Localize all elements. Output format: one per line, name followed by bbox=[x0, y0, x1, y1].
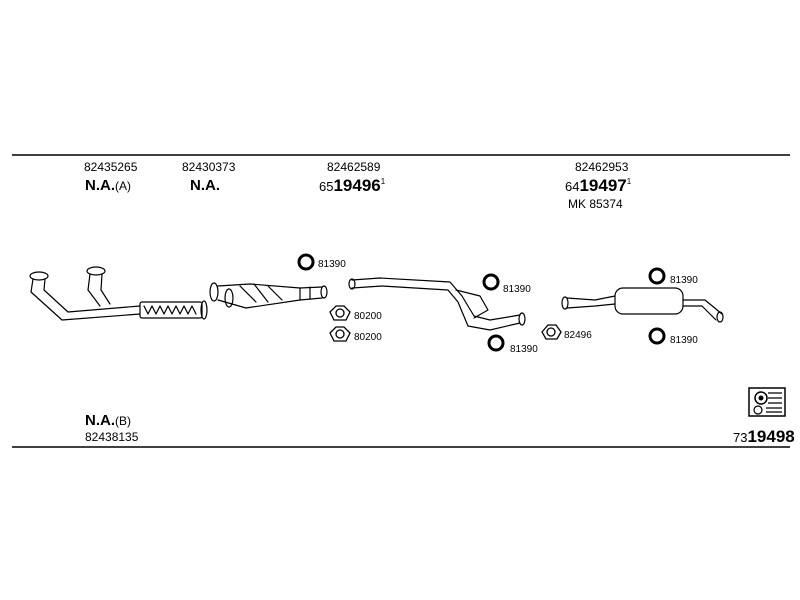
gasket-80200-a: 80200 bbox=[329, 305, 382, 322]
svg-text:81390: 81390 bbox=[503, 284, 531, 295]
center-pipe-drawing bbox=[348, 277, 526, 331]
col3-ref-number: 65194961 bbox=[319, 176, 386, 195]
svg-text:81390: 81390 bbox=[510, 344, 538, 355]
svg-text:81390: 81390 bbox=[670, 275, 698, 286]
col4-part-number: 82462953 bbox=[575, 160, 629, 174]
col3-part-number: 82462589 bbox=[327, 160, 381, 174]
gasket-80200-b: 80200 bbox=[329, 326, 382, 343]
ring-81390-a: 81390 bbox=[297, 253, 346, 271]
col1-na-label: N.A.(A) bbox=[85, 177, 131, 194]
bottom-left-part-number: 82438135 bbox=[85, 430, 139, 444]
gasket-82496: 82496 bbox=[541, 324, 592, 341]
ring-81390-c: 81390 bbox=[487, 334, 538, 355]
rear-silencer-drawing bbox=[561, 287, 724, 323]
catalytic-converter-drawing bbox=[209, 282, 328, 309]
svg-text:82496: 82496 bbox=[564, 330, 592, 341]
svg-text:80200: 80200 bbox=[354, 311, 382, 322]
ring-81390-d: 81390 bbox=[648, 267, 698, 286]
col1-part-number: 82435265 bbox=[84, 160, 138, 174]
bottom-right-ref-number: 7319498 bbox=[733, 427, 795, 446]
svg-text:80200: 80200 bbox=[354, 332, 382, 343]
svg-text:81390: 81390 bbox=[318, 259, 346, 270]
ring-81390-e: 81390 bbox=[648, 327, 698, 346]
svg-text:81390: 81390 bbox=[670, 335, 698, 346]
ring-81390-b: 81390 bbox=[482, 273, 531, 295]
col4-kit-number: MK 85374 bbox=[568, 197, 623, 211]
catalog-logo-icon bbox=[748, 387, 786, 417]
col4-ref-number: 64194971 bbox=[565, 176, 632, 195]
bottom-left-na-label: N.A.(B) bbox=[85, 412, 131, 429]
col2-part-number: 82430373 bbox=[182, 160, 236, 174]
col2-na-label: N.A. bbox=[190, 177, 220, 194]
front-pipe-drawing bbox=[29, 266, 208, 321]
